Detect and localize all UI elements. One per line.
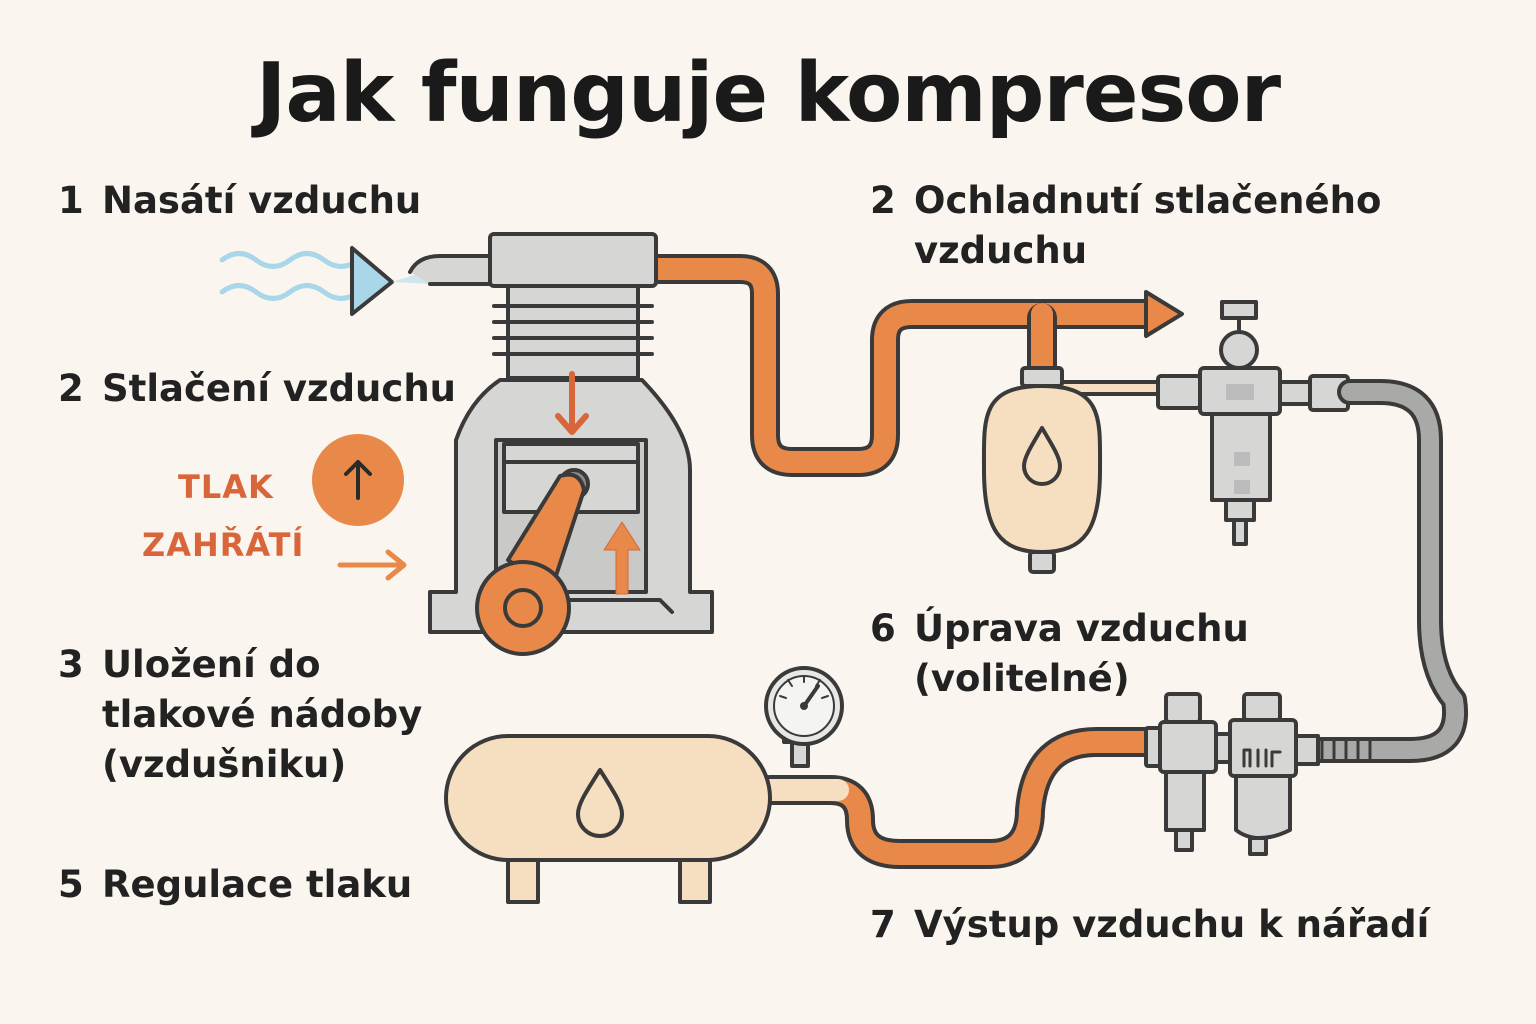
step-number: 3 — [58, 643, 84, 686]
aftercooler-tank — [981, 366, 1168, 574]
intake-pipe — [408, 254, 494, 286]
step-output-label: 7 Výstup vzduchu k nářadí — [870, 900, 1429, 950]
arrow-up-icon — [603, 521, 641, 595]
step-text-line1: Ochladnutí stlačeného — [914, 179, 1382, 222]
step-regulation-label: 5 Regulace tlaku — [58, 860, 412, 910]
air-receiver-tank — [444, 726, 818, 904]
step-text: Výstup vzduchu k nářadí — [914, 903, 1430, 946]
grey-hose — [1297, 379, 1468, 763]
step-compression-label: 2 Stlačení vzduchu — [58, 364, 456, 414]
page-title: Jak funguje kompresor — [255, 46, 1281, 141]
air-wave-icon — [219, 251, 361, 301]
step-text-line2: (volitelné) — [914, 657, 1130, 700]
filter-regulator — [1156, 300, 1350, 546]
step-number: 2 — [870, 179, 896, 222]
arrow-right-icon — [1144, 290, 1184, 338]
droplet-icon — [1022, 426, 1062, 486]
step-number: 6 — [870, 607, 896, 650]
step-text-line3: (vzdušniku) — [102, 743, 347, 786]
step-number: 5 — [58, 863, 84, 906]
frl-unit — [1144, 692, 1320, 856]
step-number: 7 — [870, 903, 896, 946]
hot-air-pipe — [640, 254, 1165, 477]
pressure-arrow-icon — [312, 434, 404, 526]
step-text-line2: tlakové nádoby — [102, 693, 423, 736]
heating-arrow-icon — [337, 549, 407, 581]
droplet-icon — [576, 768, 624, 838]
step-text: Stlačení vzduchu — [102, 367, 457, 410]
pressure-annotation: TLAK — [178, 468, 274, 506]
pressure-gauge-icon — [764, 666, 844, 746]
step-number: 1 — [58, 179, 84, 222]
arrow-down-icon — [555, 371, 589, 435]
step-treatment-label: 6 Úprava vzduchu (volitelné) — [870, 604, 1249, 704]
heating-annotation: ZAHŘÁTÍ — [142, 526, 305, 564]
step-text: Nasátí vzduchu — [102, 179, 422, 222]
step-storage-label: 3 Uložení do tlakové nádoby (vzdušniku) — [58, 640, 422, 790]
intake-filter — [350, 246, 394, 316]
crankshaft — [475, 472, 586, 656]
step-cooling-label: 2 Ochladnutí stlačeného vzduchu — [870, 176, 1381, 276]
step-number: 2 — [58, 367, 84, 410]
step-text: Regulace tlaku — [102, 863, 413, 906]
step-intake-label: 1 Nasátí vzduchu — [58, 176, 421, 226]
step-text-line2: vzduchu — [914, 229, 1088, 272]
step-text-line1: Uložení do — [102, 643, 321, 686]
outlet-pipe — [755, 726, 1161, 869]
step-text-line1: Úprava vzduchu — [914, 607, 1249, 650]
